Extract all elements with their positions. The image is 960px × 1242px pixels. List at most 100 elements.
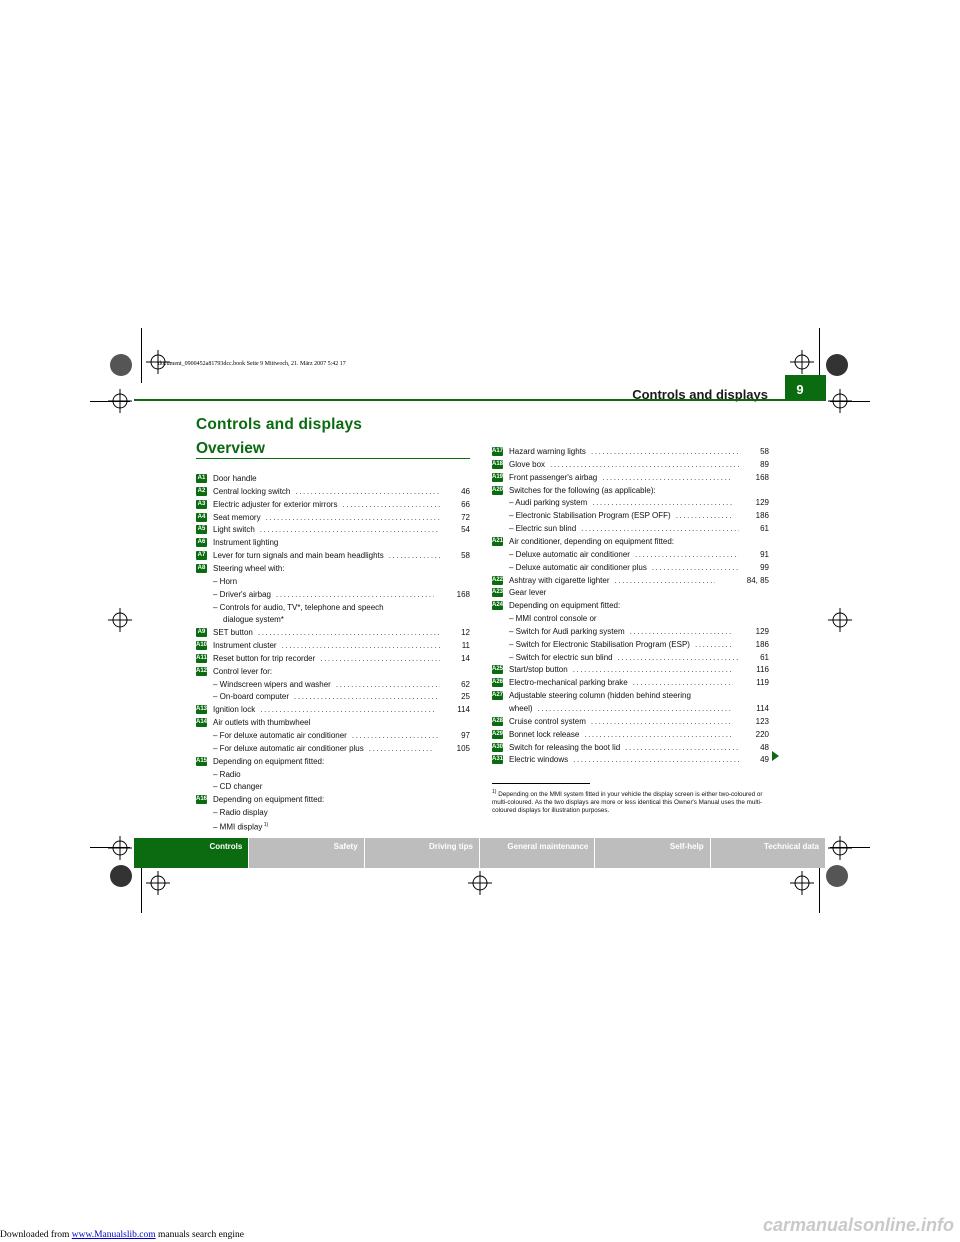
leader-dots: ........................................… xyxy=(614,575,716,585)
leader-dots: ........................................… xyxy=(651,562,739,572)
tab-safety[interactable]: Safety xyxy=(249,838,365,868)
page-reference: 61 xyxy=(760,652,769,662)
leader-dots: ........................................… xyxy=(629,626,733,636)
item-label: Electric adjuster for exterior mirrors xyxy=(213,499,338,509)
item-number-badge: A7 xyxy=(196,551,207,561)
list-item: wheel)114...............................… xyxy=(492,703,769,714)
item-number-badge: A10 xyxy=(196,641,208,651)
footnote-text: Depending on the MMI system fitted in yo… xyxy=(492,791,763,815)
list-item: – Electronic Stabilisation Program (ESP … xyxy=(492,510,769,521)
crosshair-icon xyxy=(828,389,852,413)
item-number-badge: A24 xyxy=(492,601,504,611)
list-item: dialogue system* xyxy=(196,614,470,625)
item-label: Seat memory xyxy=(213,512,261,522)
item-number-badge: A26 xyxy=(492,678,504,688)
list-item: – Switch for Electronic Stabilisation Pr… xyxy=(492,639,769,650)
leader-dots: ........................................… xyxy=(257,628,440,638)
leader-dots: ........................................… xyxy=(572,665,733,675)
download-prefix: Downloaded from xyxy=(0,1230,72,1240)
tab-technical-data[interactable]: Technical data xyxy=(710,838,826,868)
list-item: – MMI control console or xyxy=(492,613,769,624)
item-number-badge: A19 xyxy=(492,472,504,482)
leader-dots: ........................................… xyxy=(351,731,440,740)
page-reference: 84, 85 xyxy=(746,575,769,585)
leader-dots: ........................................… xyxy=(295,486,440,496)
item-label: – Deluxe automatic air conditioner plus xyxy=(509,562,647,572)
continue-arrow-icon xyxy=(772,751,779,761)
item-number-badge: A9 xyxy=(196,628,207,638)
item-label: – On-board computer xyxy=(213,692,290,702)
footnote-marker: 1) xyxy=(492,789,497,795)
item-label: SET button xyxy=(213,628,253,638)
page-reference: 11 xyxy=(461,641,470,651)
item-label: Depending on equipment fitted: xyxy=(213,756,325,766)
leader-dots: ........................................… xyxy=(550,459,739,469)
leader-dots: ........................................… xyxy=(592,498,733,508)
page-reference: 97 xyxy=(461,731,470,740)
item-label: Depending on equipment fitted: xyxy=(213,795,325,805)
item-label: Start/stop button xyxy=(509,665,568,675)
list-item: – Radio display xyxy=(196,807,470,818)
tab-self-help[interactable]: Self-help xyxy=(595,838,711,868)
page-reference: 48 xyxy=(760,742,769,752)
leader-dots: ........................................… xyxy=(281,641,440,651)
item-number-badge: A21 xyxy=(492,536,504,546)
manualslib-link[interactable]: www.Manualslib.com xyxy=(71,1230,156,1240)
footnote-ref: 1) xyxy=(262,821,269,828)
page-reference: 58 xyxy=(760,447,769,456)
item-label: Reset button for trip recorder xyxy=(213,653,316,663)
leader-dots: ........................................… xyxy=(675,511,733,521)
page-reference: 168 xyxy=(755,472,769,482)
item-number-badge: A20 xyxy=(492,485,504,495)
page-reference: 116 xyxy=(756,665,769,675)
crosshair-icon xyxy=(108,836,132,860)
page-reference: 14 xyxy=(461,653,470,663)
item-label: – Radio xyxy=(213,769,241,779)
item-label: Bonnet lock release xyxy=(509,729,580,739)
item-label: Instrument lighting xyxy=(213,538,279,548)
item-label: Ignition lock xyxy=(213,705,256,715)
item-number-badge: A13 xyxy=(196,705,208,715)
section-title: Overview xyxy=(196,440,265,457)
tab-driving-tips[interactable]: Driving tips xyxy=(364,838,480,868)
item-number-badge: A4 xyxy=(196,512,207,522)
item-label: – MMI control console or xyxy=(509,614,597,624)
item-label: Switch for releasing the boot lid xyxy=(509,742,621,752)
item-label: Lever for turn signals and main beam hea… xyxy=(213,551,384,561)
item-label: – CD changer xyxy=(213,782,263,792)
leader-dots: ........................................… xyxy=(590,716,733,726)
tab-general-maintenance[interactable]: General maintenance xyxy=(479,838,596,868)
tab-controls[interactable]: Controls xyxy=(134,838,250,868)
leader-dots: ........................................… xyxy=(388,551,440,561)
item-number-badge: A17 xyxy=(492,447,504,456)
page-reference: 129 xyxy=(755,498,769,508)
item-number-badge: A23 xyxy=(492,588,504,598)
leader-dots: ........................................… xyxy=(265,512,440,522)
page-reference: 46 xyxy=(461,486,470,496)
crosshair-icon xyxy=(468,871,492,895)
download-suffix: manuals search engine xyxy=(155,1230,244,1240)
item-label: Gear lever xyxy=(509,588,547,598)
item-label: Central locking switch xyxy=(213,486,291,496)
